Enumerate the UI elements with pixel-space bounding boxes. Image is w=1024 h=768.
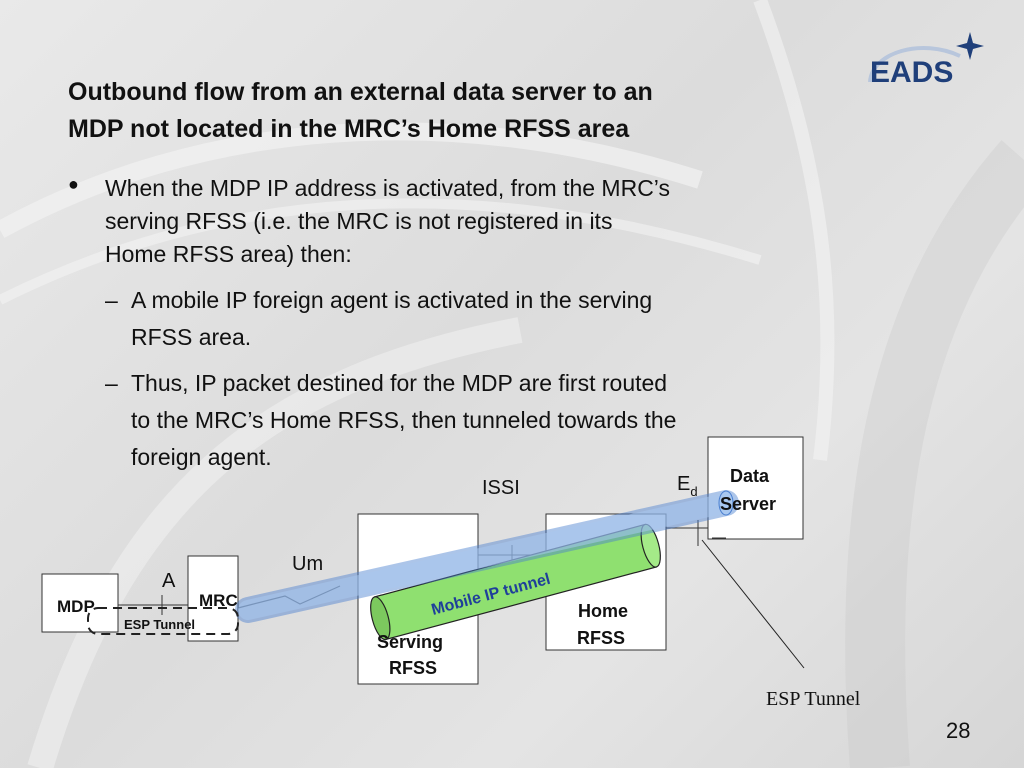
mdp-box bbox=[41, 573, 119, 633]
sub-bullet-line: RFSS area. bbox=[131, 324, 252, 350]
data-server-box bbox=[707, 436, 804, 540]
bullet-text: When the MDP IP address is activated, fr… bbox=[105, 172, 815, 271]
data-server-label-2: Server bbox=[720, 494, 776, 514]
esp-pointer-line bbox=[701, 539, 805, 669]
home-rfss-label-2: RFSS bbox=[577, 628, 625, 648]
serving-rfss-label-1: Serving bbox=[377, 632, 443, 652]
mrc-label: MRC bbox=[199, 591, 238, 610]
title-line: Outbound flow from an external data serv… bbox=[68, 78, 653, 106]
a-label: A bbox=[162, 570, 176, 592]
title-line: MDP not located in the MRC’s Home RFSS a… bbox=[68, 115, 630, 143]
eads-logo: EADS bbox=[868, 32, 984, 89]
bullet-dot: ● bbox=[68, 174, 79, 194]
esp-tunnel-small bbox=[87, 607, 239, 635]
um-label: Um bbox=[292, 553, 323, 575]
bullet-line: When the MDP IP address is activated, fr… bbox=[105, 175, 671, 201]
page-title: Outbound flow from an external data serv… bbox=[68, 74, 828, 148]
svg-text:EADS: EADS bbox=[870, 56, 953, 89]
mrc-box bbox=[187, 555, 239, 642]
bullet-line: Home RFSS area) then: bbox=[105, 241, 352, 267]
esp-tunnel-label: ESP Tunnel bbox=[766, 688, 861, 710]
home-rfss-label-1: Home bbox=[578, 601, 628, 621]
esp-small-label: ESP Tunnel bbox=[124, 617, 195, 632]
ed-label: Ed bbox=[677, 473, 698, 499]
esp-tunnel bbox=[235, 490, 739, 623]
dash: – bbox=[105, 370, 118, 396]
sub-bullet-line: foreign agent. bbox=[131, 444, 272, 470]
serving-rfss-label-2: RFSS bbox=[389, 658, 437, 678]
dash: – bbox=[105, 287, 118, 313]
data-server-label-1: Data bbox=[730, 466, 770, 486]
sub-bullet-line: Thus, IP packet destined for the MDP are… bbox=[131, 370, 668, 396]
issi-label: ISSI bbox=[482, 477, 520, 499]
page-number: 28 bbox=[946, 718, 971, 743]
mdp-label: MDP bbox=[57, 597, 95, 616]
sub-bullet-line: to the MRC’s Home RFSS, then tunneled to… bbox=[131, 407, 677, 433]
star-icon bbox=[956, 32, 984, 60]
bullet-line: serving RFSS (i.e. the MRC is not regist… bbox=[105, 208, 613, 234]
sub-bullet-line: A mobile IP foreign agent is activated i… bbox=[131, 287, 653, 313]
